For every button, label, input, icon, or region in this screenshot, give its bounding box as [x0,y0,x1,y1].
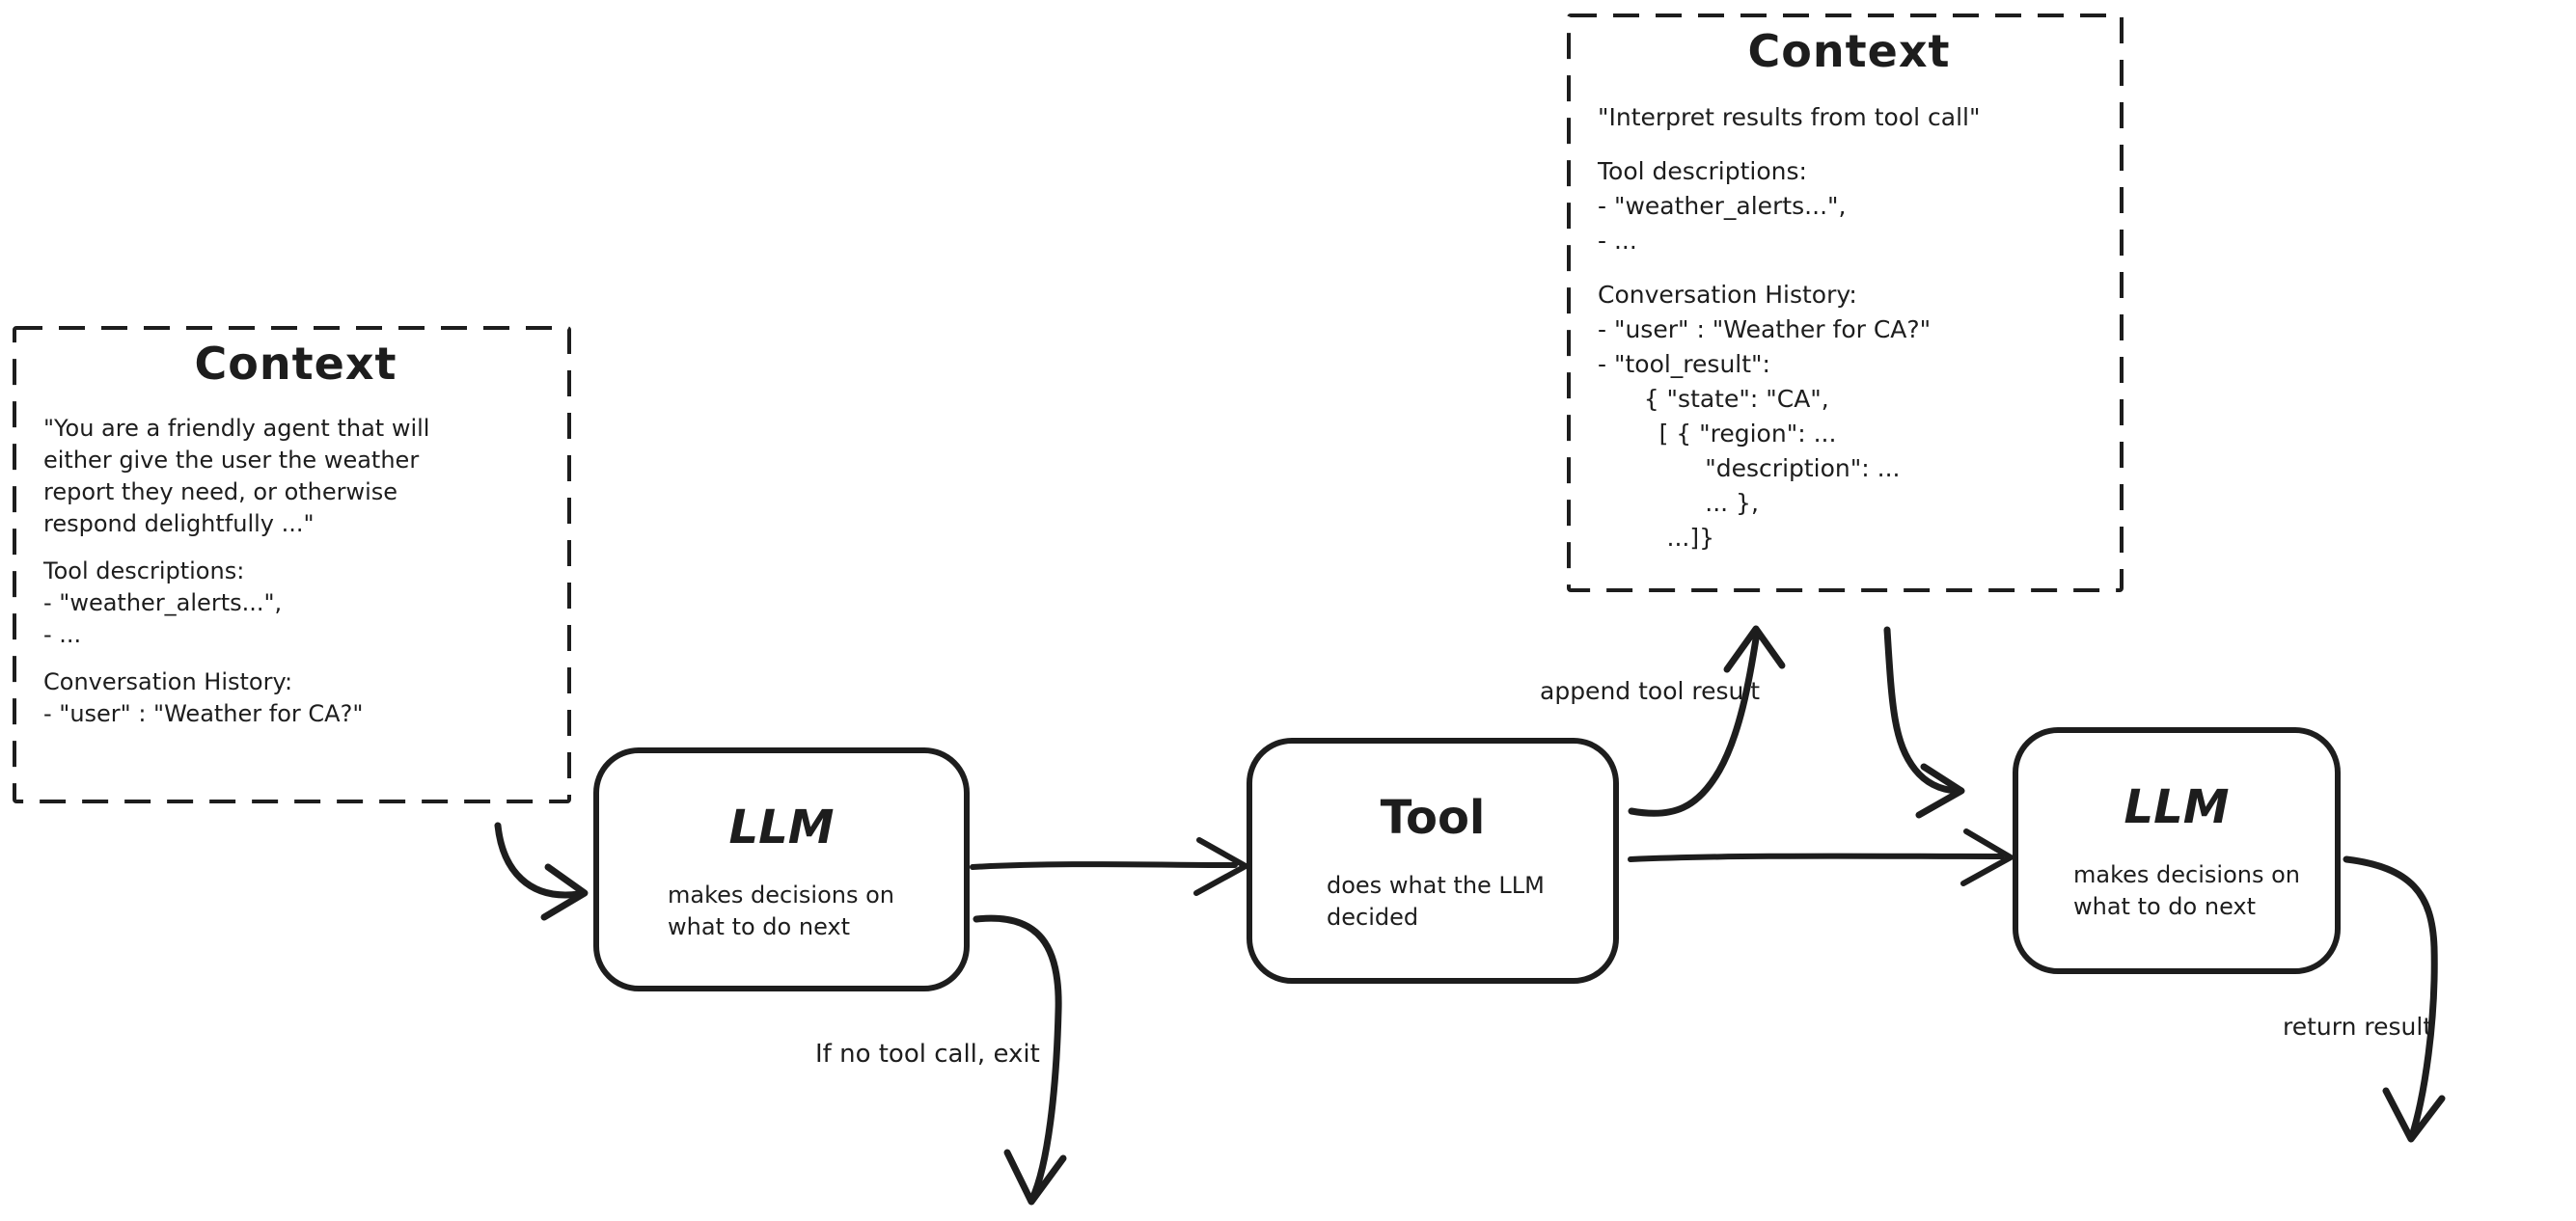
context-line: - "user" : "Weather for CA?" [1598,315,1932,343]
context-line [43,651,548,666]
context-line: - "tool_result": [1598,350,1770,378]
llm2-subtitle: makes decisions on what to do next [2073,861,2300,920]
llm1-subtitle: makes decisions on what to do next [668,882,894,940]
context-line: - "weather_alerts...", [1598,192,1847,220]
context-line: [ { "region": ... [1598,420,1837,448]
context-line: "Interpret results from tool call" [1598,103,1981,131]
context-right-title: Context [1747,25,1951,77]
context-line: respond delightfully ..." [43,510,315,537]
llm2-box-border [2013,727,2341,974]
context-right-body: "Interpret results from tool call" Tool d… [1598,100,2100,556]
llm2-node: LLM makes decisions on what to do next [2015,730,2338,971]
context-line: Tool descriptions: [43,557,245,584]
if-no-tool-call-exit-label: If no tool call, exit [815,1040,1040,1069]
context-line: Conversation History: [43,668,293,695]
context-left-box-border [13,326,571,803]
context-line [1598,258,2100,278]
llm1-box-border [593,747,970,991]
context-line: ... }, [1598,489,1759,517]
context-right-box-border [1567,14,2124,592]
context-line: { "state": "CA", [1598,385,1829,413]
context-left-body: "You are a friendly agent that will eithe… [43,413,548,730]
context-left-title: Context [194,338,397,390]
context-line: "description": ... [1598,454,1901,482]
arrow-llm2-return [2343,855,2446,1143]
context-line: - "user" : "Weather for CA?" [43,700,364,727]
arrow-tool-to-llm2 [1628,828,2014,886]
context-line: - ... [1598,227,1637,255]
context-right-box: Context "Interpret results from tool cal… [1569,15,2122,590]
tool-box-border [1247,738,1619,984]
arrow-context-right-to-llm2 [1883,626,1965,819]
arrow-llm1-to-tool [970,837,1248,896]
context-line: - ... [43,621,82,648]
context-line: report they need, or otherwise [43,478,398,505]
tool-node: Tool does what the LLM decided [1249,741,1616,981]
tool-subtitle: does what the LLM decided [1327,872,1545,931]
arrow-tool-to-context-right [1628,625,1786,817]
context-line [1598,135,2100,154]
context-line: Tool descriptions: [1598,157,1807,185]
arrow-llm1-exit [973,914,1067,1206]
tool-title: Tool [1380,791,1486,845]
context-line [43,540,548,556]
context-line: ...]} [1598,524,1715,552]
llm1-node: LLM makes decisions on what to do next [596,750,967,989]
return-result-label: return result [2283,1013,2433,1041]
context-line: "You are a friendly agent that will [43,415,430,442]
context-left-box: Context "You are a friendly agent that w… [14,328,569,801]
arrow-context-left-to-llm1 [494,822,589,921]
context-line: - "weather_alerts...", [43,589,283,616]
llm2-title: LLM [2124,780,2230,834]
llm1-title: LLM [728,800,835,855]
context-line: either give the user the weather [43,447,420,474]
append-tool-result-label: append tool result [1540,677,1761,705]
context-line: Conversation History: [1598,281,1857,309]
